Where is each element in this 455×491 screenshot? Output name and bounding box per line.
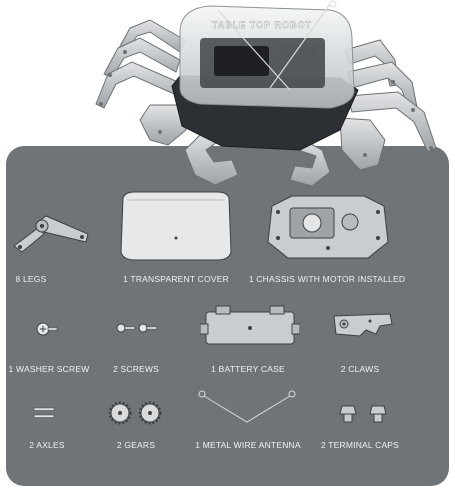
battery-case-image bbox=[200, 305, 300, 345]
part-label-washer-screw: 1 WASHER SCREW bbox=[8, 364, 90, 374]
terminal-caps-image bbox=[339, 405, 387, 423]
part-label-terminal-caps: 2 TERMINAL CAPS bbox=[320, 440, 400, 450]
antenna-image bbox=[198, 390, 296, 423]
part-label-chassis: 1 CHASSIS WITH MOTOR INSTALLED bbox=[248, 274, 406, 284]
part-label-axles: 2 AXLES bbox=[29, 440, 65, 450]
robot-cover-text: TABLE TOP ROBOT bbox=[212, 20, 312, 30]
part-label-gears: 2 GEARS bbox=[116, 440, 156, 450]
gears-image bbox=[108, 401, 162, 425]
part-label-antenna: 1 METAL WIRE ANTENNA bbox=[195, 440, 301, 450]
part-label-cover: 1 TRANSPARENT COVER bbox=[123, 274, 229, 284]
transparent-cover-image bbox=[120, 191, 232, 261]
screws-image bbox=[116, 323, 158, 333]
part-label-legs: 8 LEGS bbox=[15, 274, 47, 284]
axles-image bbox=[33, 407, 55, 418]
leg-part-image bbox=[13, 215, 89, 253]
washer-screw-image bbox=[36, 322, 58, 336]
part-label-screws: 2 SCREWS bbox=[113, 364, 159, 374]
robot-crab-image: TABLE TOP ROBOT bbox=[95, 0, 437, 187]
chassis-image bbox=[267, 195, 389, 259]
claws-image bbox=[333, 313, 393, 337]
part-label-battery-case: 1 BATTERY CASE bbox=[211, 364, 285, 374]
part-label-claws: 2 CLAWS bbox=[340, 364, 380, 374]
